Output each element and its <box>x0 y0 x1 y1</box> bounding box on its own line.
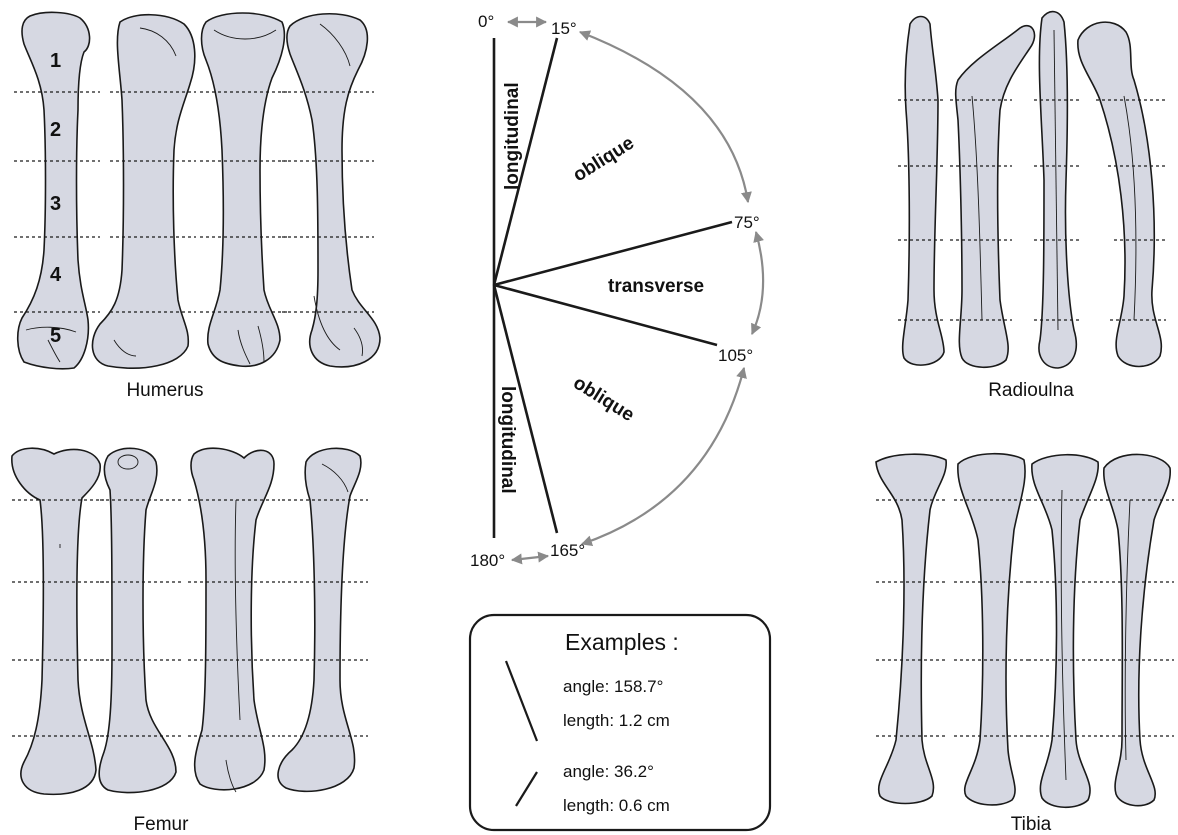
example-2-angle: angle: 36.2° <box>563 762 654 781</box>
radioulna-view-1 <box>898 17 946 366</box>
zone-label-oblique-bottom: oblique <box>569 372 637 426</box>
radioulna-view-2 <box>950 26 1035 368</box>
segment-label-1: 1 <box>50 50 61 72</box>
humerus-view-4 <box>282 14 380 367</box>
example-1-length: length: 1.2 cm <box>563 711 670 730</box>
segment-label-4: 4 <box>50 264 62 286</box>
radioulna-label: Radioulna <box>988 380 1074 401</box>
zone-label-transverse: transverse <box>608 276 704 297</box>
angle-fan: 0° 15° 75° 105° 165° 180° longitudinal o… <box>470 12 763 570</box>
tibia-view-1 <box>876 454 946 803</box>
examples-title: Examples : <box>565 629 679 655</box>
angle-label-180: 180° <box>470 551 505 570</box>
zone-label-longitudinal-top: longitudinal <box>502 82 523 190</box>
angle-label-0: 0° <box>478 12 494 31</box>
humerus-view-1: 1 2 3 4 5 <box>14 12 100 368</box>
example-1-angle: angle: 158.7° <box>563 677 663 696</box>
example-2-length: length: 0.6 cm <box>563 796 670 815</box>
tibia-view-3 <box>1028 455 1102 808</box>
radioulna-group: Radioulna <box>898 12 1166 401</box>
tibia-label: Tibia <box>1011 814 1052 835</box>
arrow-15-75 <box>580 32 748 202</box>
femur-view-3 <box>188 448 280 792</box>
tibia-view-4 <box>1100 454 1174 805</box>
zone-label-oblique-top: oblique <box>570 133 638 187</box>
radioulna-view-3 <box>1034 12 1080 368</box>
radioulna-view-4 <box>1078 22 1166 366</box>
segment-label-3: 3 <box>50 193 61 215</box>
humerus-view-3 <box>200 13 290 366</box>
arrow-75-105 <box>752 232 763 334</box>
zone-label-longitudinal-bottom: longitudinal <box>497 386 518 494</box>
femur-label: Femur <box>134 814 190 835</box>
segment-label-2: 2 <box>50 119 61 141</box>
humerus-group: 1 2 3 4 5 <box>14 12 380 401</box>
femur-view-1 <box>12 448 104 794</box>
femur-view-2 <box>99 448 184 792</box>
segment-label-5: 5 <box>50 325 61 347</box>
tibia-view-2 <box>954 454 1028 805</box>
humerus-label: Humerus <box>126 380 203 401</box>
humerus-view-2 <box>92 15 196 368</box>
examples-box: Examples : angle: 158.7° length: 1.2 cm … <box>470 615 770 830</box>
arrow-165-180 <box>512 556 548 560</box>
angle-label-105: 105° <box>718 346 753 365</box>
femur-group: Femur <box>12 448 368 835</box>
tibia-group: Tibia <box>876 454 1174 835</box>
angle-label-75: 75° <box>734 213 760 232</box>
angle-label-165: 165° <box>550 541 585 560</box>
femur-view-4 <box>278 448 368 791</box>
angle-label-15: 15° <box>551 19 577 38</box>
